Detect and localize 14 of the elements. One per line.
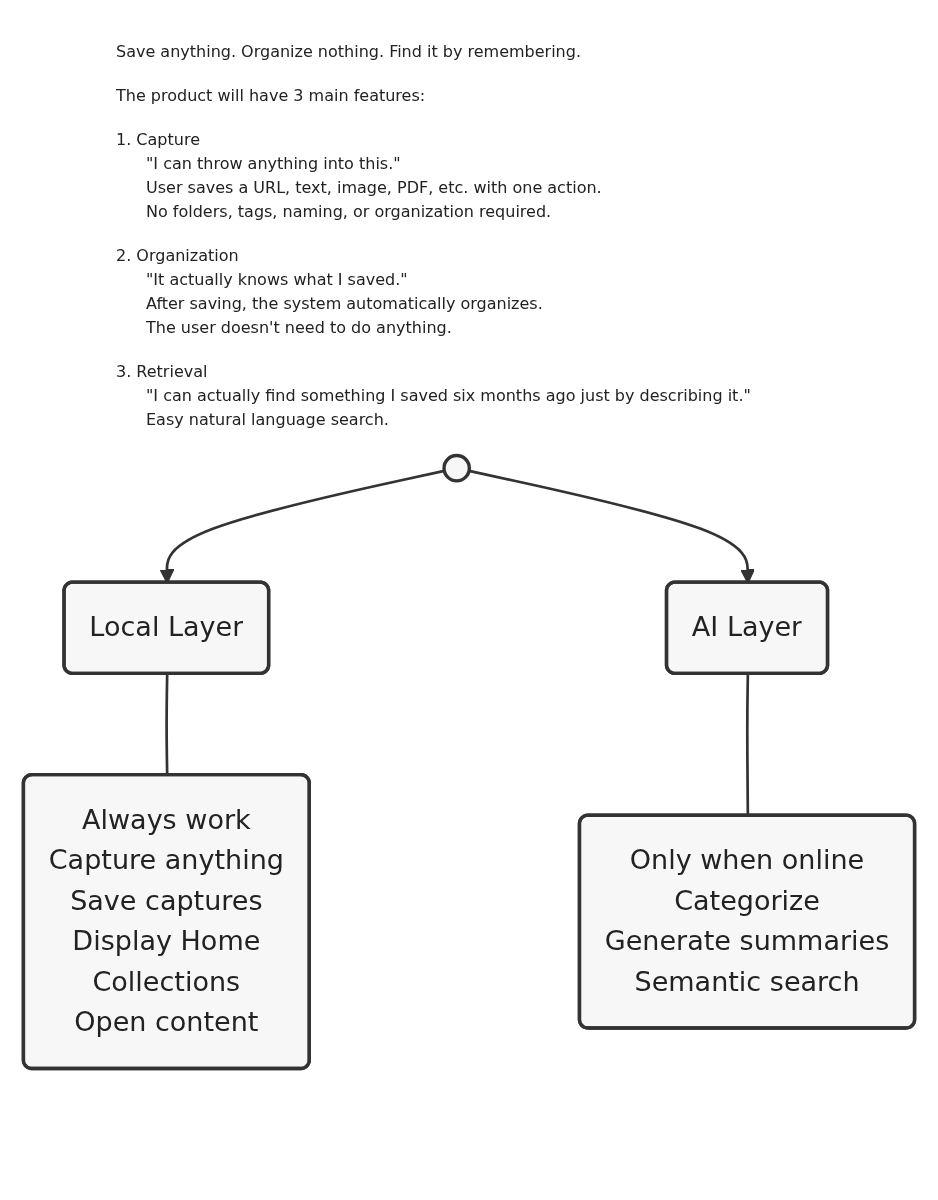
note-text: 3. Retrieval	[116, 361, 209, 383]
note-text: The product will have 3 main features:	[116, 85, 427, 107]
note-text: Easy natural language search.	[145, 409, 390, 431]
note-text: 1. Capture	[116, 129, 201, 151]
note-text: "I can actually find something I saved six months ago just by describing it."	[145, 385, 752, 407]
note-text: "I can throw anything into this."	[145, 153, 402, 175]
note-text: No folders, tags, naming, or organization required.	[145, 201, 553, 223]
note-text: The user doesn't need to do anything.	[145, 317, 453, 339]
note-text: "It actually knows what I saved."	[145, 269, 409, 291]
note-text: Save anything. Organize nothing. Find it by remembering.	[116, 41, 582, 63]
note-text: After saving, the system automatically organizes.	[145, 293, 544, 315]
node-circle	[442, 453, 472, 483]
note-text: User saves a URL, text, image, PDF, etc. with one action.	[145, 177, 603, 199]
note-text: 2. Organization	[116, 245, 240, 267]
